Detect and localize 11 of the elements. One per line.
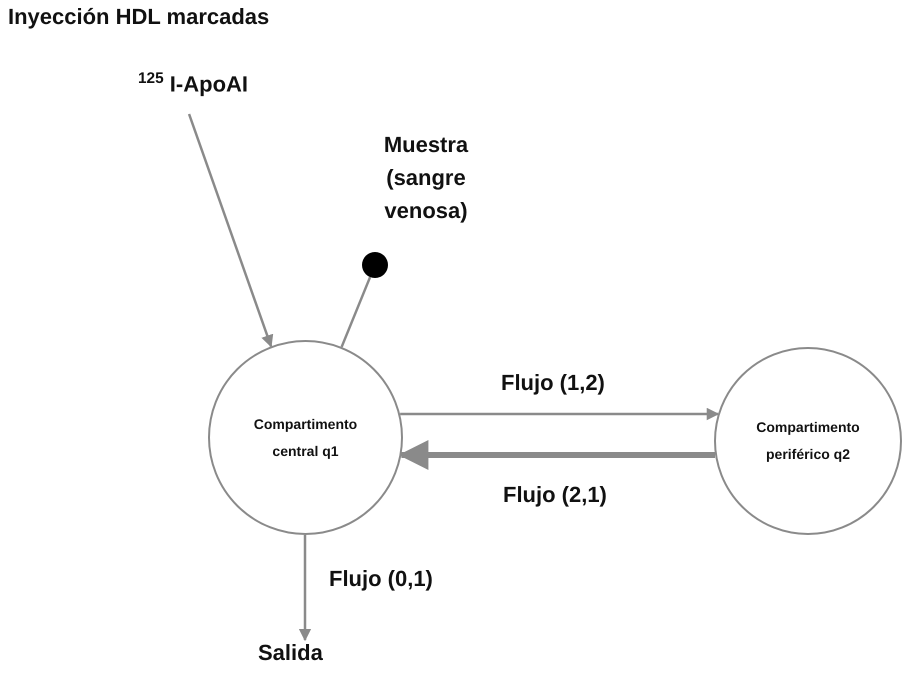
connector-line: [340, 276, 372, 348]
compartment-label: Compartimento periférico q2: [755, 418, 861, 464]
arrow: [298, 535, 312, 642]
output-label: Salida: [258, 640, 323, 666]
sample-dot: [362, 252, 388, 278]
arrow: [400, 408, 720, 420]
injection-label: Inyección HDL marcadas: [8, 4, 270, 30]
arrow: [188, 114, 274, 348]
compartment-label: Compartimento central q1: [252, 414, 358, 461]
tracer-label: $^{125}$ I-ApoAI: [138, 70, 248, 98]
sample-label: Muestra (sangre venosa): [382, 131, 470, 225]
